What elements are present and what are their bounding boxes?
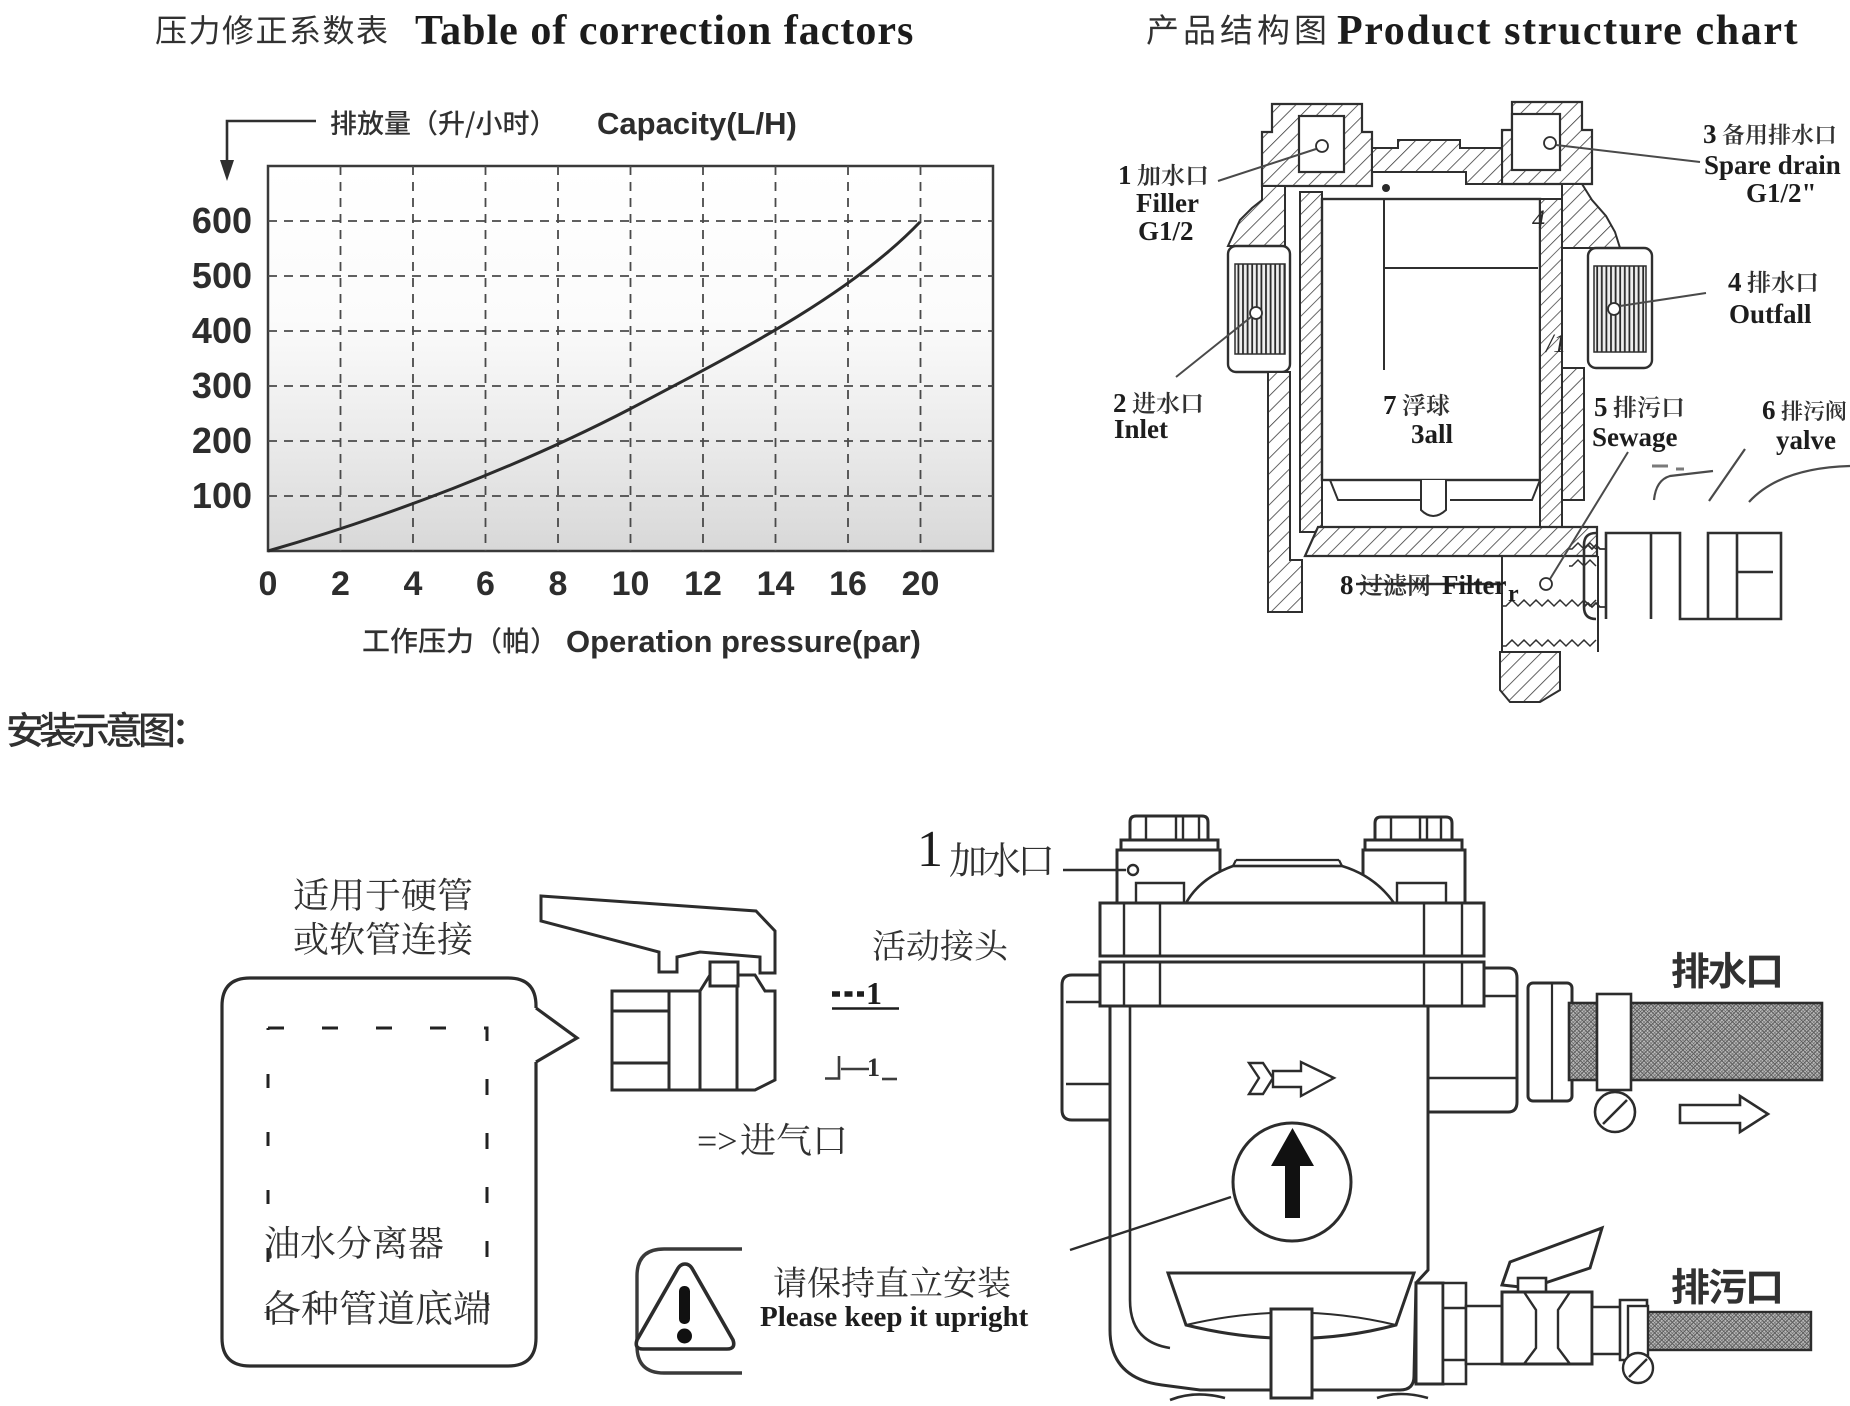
svg-text:20: 20: [902, 565, 940, 603]
svg-text:Table of correction factors: Table of correction factors: [415, 8, 914, 54]
svg-text:Operation pressure(par): Operation pressure(par): [566, 624, 921, 659]
svg-text:3: 3: [1703, 119, 1717, 149]
svg-text:Inlet: Inlet: [1114, 414, 1168, 444]
svg-text:400: 400: [192, 310, 252, 351]
svg-text:4: 4: [404, 565, 423, 603]
svg-text:Filler: Filler: [1136, 188, 1199, 218]
svg-text:Spare drain: Spare drain: [1704, 150, 1841, 180]
svg-text:0: 0: [259, 565, 278, 603]
svg-text:16: 16: [829, 565, 867, 603]
svg-text:100: 100: [192, 475, 252, 516]
svg-text:600: 600: [192, 200, 252, 241]
svg-text:Sewage: Sewage: [1592, 422, 1677, 452]
svg-text:6: 6: [476, 565, 495, 603]
svg-text:7: 7: [1383, 390, 1397, 420]
svg-text:1: 1: [1118, 160, 1132, 190]
svg-text:2: 2: [331, 565, 350, 603]
svg-text:/1: /1: [1544, 329, 1566, 358]
svg-text:G1/2": G1/2": [1746, 178, 1817, 208]
svg-text:5: 5: [1594, 392, 1608, 422]
svg-text:1: 1: [917, 821, 943, 878]
svg-text:200: 200: [192, 420, 252, 461]
svg-text:=>: =>: [697, 1121, 738, 1161]
svg-text:Capacity(L/H): Capacity(L/H): [597, 106, 797, 141]
svg-text:Filter: Filter: [1442, 570, 1506, 600]
svg-text:300: 300: [192, 365, 252, 406]
svg-text:6: 6: [1762, 395, 1776, 425]
svg-text:4: 4: [1728, 267, 1742, 297]
svg-text:10: 10: [612, 565, 650, 603]
svg-text:Please keep it upright: Please keep it upright: [760, 1301, 1029, 1333]
svg-text:8: 8: [1340, 570, 1354, 600]
svg-text:Product structure chart: Product structure chart: [1337, 8, 1799, 54]
svg-text:500: 500: [192, 255, 252, 296]
svg-text:1: 1: [866, 975, 882, 1011]
svg-text:2: 2: [1113, 388, 1127, 418]
svg-text:1: 1: [867, 1053, 880, 1082]
svg-text:r: r: [1508, 581, 1519, 607]
svg-text:14: 14: [757, 565, 795, 603]
svg-text:Outfall: Outfall: [1729, 299, 1812, 329]
svg-text:12: 12: [684, 565, 722, 603]
svg-text:4: 4: [1532, 205, 1545, 234]
svg-text:3all: 3all: [1411, 419, 1454, 449]
svg-text:yalve: yalve: [1776, 425, 1836, 455]
svg-text:G1/2: G1/2: [1138, 216, 1194, 246]
svg-text:8: 8: [549, 565, 568, 603]
